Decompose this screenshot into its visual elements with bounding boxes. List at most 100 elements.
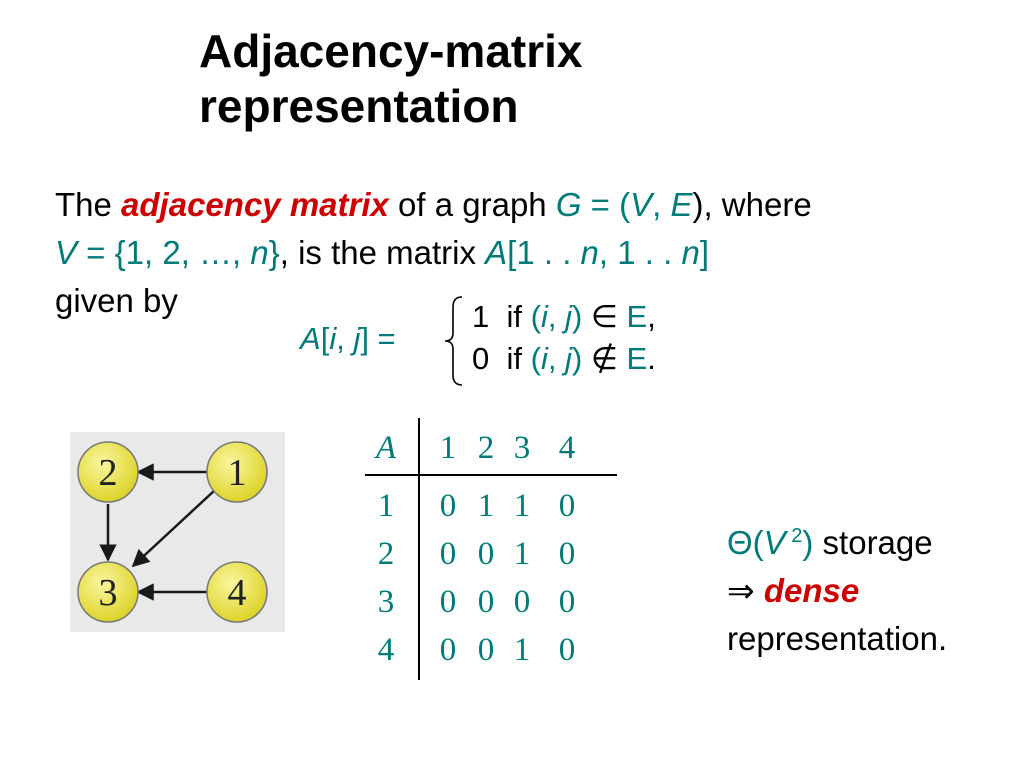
case-one-value: 1 [472, 299, 490, 334]
note-representation: representation. [727, 620, 948, 657]
intro-n3: n [681, 234, 700, 271]
graph-node-2-label: 2 [99, 452, 118, 494]
graph-node-3: 3 [77, 561, 139, 623]
note-dense: dense [763, 572, 860, 609]
matrix-row-header: 2 [377, 536, 395, 572]
matrix-cell: 0 [558, 632, 576, 668]
adjacency-matrix-table: A 1 2 3 4 1 0 1 1 0 2 0 0 1 0 3 0 0 0 0 … [365, 418, 617, 680]
case-one-i: i [540, 299, 548, 334]
not-element-of-symbol: ∉ [590, 341, 618, 376]
element-of-symbol: ∈ [590, 299, 618, 334]
matrix-cell: 1 [513, 488, 531, 524]
intro-range-mid: , 1 . . [598, 234, 682, 271]
case-one-j: j [565, 299, 572, 334]
def-close-eq: ] = [360, 321, 396, 356]
matrix-cell: 0 [477, 632, 495, 668]
matrix-cell: 0 [558, 536, 576, 572]
intro-n: n [250, 234, 269, 271]
case-two-punct: . [647, 341, 656, 376]
edge-1-3 [131, 489, 216, 568]
def-i: i [329, 321, 337, 356]
intro-g: G [555, 186, 582, 223]
directed-graph: 2 1 3 4 [70, 432, 285, 632]
matrix-row-header: 1 [377, 488, 395, 524]
matrix-row-header: 4 [377, 632, 395, 668]
intro-eq-open: = ( [581, 186, 631, 223]
matrix-cell: 0 [439, 632, 457, 668]
intro-is-matrix: , is the matrix [279, 234, 486, 271]
matrix-horizontal-rule [365, 474, 617, 476]
graph-node-2: 2 [77, 441, 139, 503]
definition-lhs: A[i, j] = [300, 317, 396, 361]
matrix-cell: 0 [477, 584, 495, 620]
case-two-comma: , [547, 341, 566, 376]
case-two-open: ( [530, 341, 541, 376]
graph-node-4-label: 4 [228, 572, 247, 614]
storage-note: Θ(V 2) storage ⇒ dense representation. [727, 512, 947, 663]
matrix-cell: 0 [439, 584, 457, 620]
matrix-cell: 1 [477, 488, 495, 524]
intro-comma: , [652, 186, 671, 223]
case-one-punct: , [647, 299, 656, 334]
matrix-cell: 0 [477, 536, 495, 572]
matrix-row-header: 3 [377, 584, 395, 620]
case-two: 0 if (i, j) ∉ E. [472, 337, 656, 381]
intro-e: E [670, 186, 693, 223]
case-two-value: 0 [472, 341, 490, 376]
graph-node-4: 4 [206, 561, 268, 623]
intro-range-open: [1 . . [507, 234, 581, 271]
matrix-cell: 0 [558, 584, 576, 620]
case-one-close: ) [571, 299, 583, 334]
case-one-open: ( [530, 299, 541, 334]
title-line-2: representation [199, 80, 519, 132]
matrix-col-header: 4 [558, 430, 576, 466]
matrix-cell: 0 [558, 488, 576, 524]
matrix-vertical-rule [418, 418, 420, 680]
note-v: V [763, 524, 786, 561]
intro-range-close: ] [699, 234, 709, 271]
case-one: 1 if (i, j) ∈ E, [472, 295, 656, 339]
def-j: j [353, 321, 361, 356]
matrix-corner-label: A [375, 430, 397, 466]
note-close: ) [802, 524, 814, 561]
intro-set-close: } [268, 234, 280, 271]
intro-v2: V [55, 234, 78, 271]
case-two-j: j [565, 341, 572, 376]
case-one-if: if [506, 299, 522, 334]
intro-term: adjacency matrix [121, 186, 389, 223]
title-line-1: Adjacency-matrix [199, 25, 583, 77]
intro-a: A [485, 234, 508, 271]
left-brace [444, 296, 463, 386]
case-one-set: E [626, 299, 648, 334]
intro-set-open: = {1, 2, …, [77, 234, 251, 271]
note-theta: Θ( [727, 524, 764, 561]
matrix-cell: 0 [439, 536, 457, 572]
implies-symbol: ⇒ [727, 572, 764, 609]
matrix-cell: 1 [513, 632, 531, 668]
intro-given-by: given by [55, 282, 178, 319]
intro-paragraph: The adjacency matrix of a graph G = (V, … [55, 181, 812, 325]
intro-n2: n [580, 234, 599, 271]
note-exponent: 2 [785, 525, 803, 547]
def-a: A [300, 321, 321, 356]
case-two-if: if [506, 341, 522, 376]
case-two-set: E [626, 341, 648, 376]
matrix-cell: 0 [513, 584, 531, 620]
graph-node-1-label: 1 [228, 452, 247, 494]
slide-title: Adjacency-matrix representation [199, 24, 583, 134]
case-two-close: ) [571, 341, 583, 376]
matrix-col-header: 3 [513, 430, 531, 466]
note-storage: storage [813, 524, 933, 561]
def-open: [ [320, 321, 330, 356]
matrix-col-header: 2 [477, 430, 495, 466]
case-two-i: i [540, 341, 548, 376]
intro-v: V [630, 186, 653, 223]
graph-node-3-label: 3 [99, 572, 118, 614]
def-comma: , [336, 321, 354, 356]
graph-node-1: 1 [206, 441, 268, 503]
matrix-col-header: 1 [439, 430, 457, 466]
intro-of-graph: of a graph [388, 186, 556, 223]
matrix-cell: 1 [513, 536, 531, 572]
matrix-cell: 0 [439, 488, 457, 524]
intro-the: The [55, 186, 122, 223]
